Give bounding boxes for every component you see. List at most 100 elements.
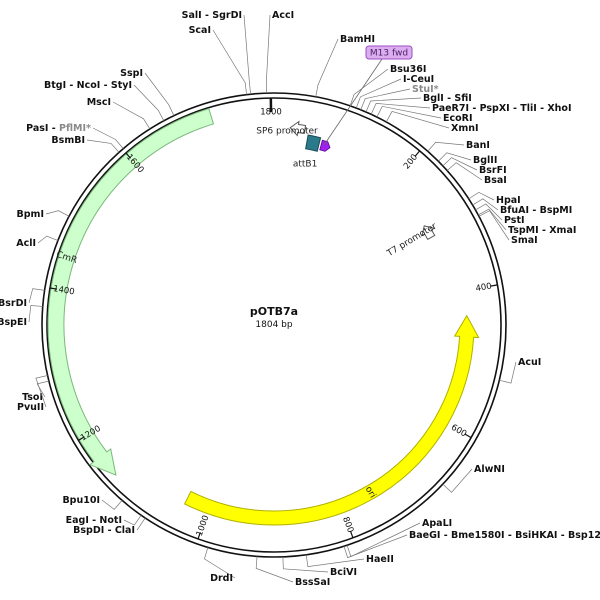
site-bsu36i-leader <box>349 68 389 106</box>
site-acli: AclI <box>16 235 59 249</box>
site-bfuai-bspmi-label: BfuAI - BspMI <box>500 205 572 216</box>
site-bpu10i-label: Bpu10I <box>62 495 100 506</box>
site-acli-leader <box>37 235 59 244</box>
site-bsrfi: BsrFI <box>442 157 507 176</box>
site-drdi-leader <box>204 547 236 579</box>
site-bsrdi-leader <box>28 288 45 304</box>
site-acui: AcuI <box>499 357 541 384</box>
primer-m13-fwd: M13 fwd <box>323 45 413 146</box>
site-scai-label: ScaI <box>189 25 211 36</box>
backbone-layer <box>41 92 507 558</box>
center-labels: pOTB7a 1804 bp <box>250 305 298 330</box>
site-hpai: HpaI <box>468 191 521 206</box>
site-bspdi-clai: BspDI - ClaI <box>73 517 146 536</box>
site-psti-leader <box>475 203 503 221</box>
tick-mark-600 <box>464 433 472 439</box>
site-acli-label: AclI <box>16 238 36 249</box>
site-bsai-label: BsaI <box>484 175 507 186</box>
site-xmni-leader <box>385 111 450 129</box>
tick-label-1800: 1800 <box>260 108 282 118</box>
site-stui-leader <box>360 88 411 110</box>
tick-label-1000: 1000 <box>195 514 212 538</box>
backbone-outer-ring <box>41 92 507 558</box>
site-bpmi-label: BpmI <box>17 209 44 220</box>
tick-mark-800 <box>349 531 354 539</box>
site-bsmbi: BsmBI <box>51 135 120 153</box>
site-bsssai-leader <box>255 556 294 583</box>
site-bspei-leader <box>28 305 43 323</box>
site-tspmi-xmai-leader <box>478 208 507 231</box>
site-eagi-noti-label: EagI - NotI <box>66 515 122 526</box>
site-drdi-label: DrdI <box>210 573 233 584</box>
site-bsu36i-label: Bsu36I <box>390 64 426 75</box>
site-xmni: XmnI <box>385 111 479 134</box>
site-alwni-label: AlwNI <box>474 464 505 475</box>
site-bpu10i-leader <box>101 499 123 510</box>
site-bsssai: BssSaI <box>255 556 330 588</box>
site-msci-leader <box>112 101 151 130</box>
tick-label-200: 200 <box>402 153 420 172</box>
site-acui-label: AcuI <box>518 357 541 368</box>
site-bspei-label: BspEI <box>0 317 27 328</box>
site-psti: PstI <box>475 203 525 226</box>
site-sali-sgrdi-label: SalI - SgrDI <box>182 10 242 21</box>
site-bfuai-bspmi: BfuAI - BspMI <box>472 198 572 216</box>
site-bgli-sfii: BglI - SfiI <box>365 93 472 113</box>
site-tspmi-xmai: TspMI - XmaI <box>478 208 576 236</box>
site-ecori: EcoRI <box>376 105 473 124</box>
site-bsmbi-label: BsmBI <box>51 135 85 146</box>
site-i-ceui-label: I-CeuI <box>403 74 434 85</box>
primer-m13-fwd-leader <box>323 58 383 146</box>
backbone-inner-ring <box>46 97 502 553</box>
site-bsssai-label: BssSaI <box>295 577 330 588</box>
site-scai: ScaI <box>189 25 247 95</box>
site-apali-label: ApaLI <box>422 518 452 529</box>
site-tsoi-label: TsoI <box>22 392 43 403</box>
site-eagi-noti: EagI - NotI <box>66 515 142 526</box>
site-bspdi-clai-leader <box>136 517 146 531</box>
site-i-ceui: I-CeuI <box>355 74 434 109</box>
site-alwni-leader <box>442 468 473 493</box>
site-tsoi: TsoI <box>22 380 49 403</box>
site-bpmi-leader <box>45 210 70 217</box>
site-paer7i-pspxi-tlii-xhoi-label: PaeR7I - PspXI - TliI - XhoI <box>432 103 571 114</box>
feature-attb1-box <box>305 134 322 152</box>
tick-mark-1200 <box>78 436 85 441</box>
site-smai: SmaI <box>478 210 538 246</box>
site-sspi: SspI <box>120 68 175 116</box>
site-tsoi-leader <box>36 380 49 398</box>
site-eagi-noti-leader <box>123 515 142 526</box>
site-bsu36i: Bsu36I <box>349 64 426 106</box>
site-bspei: BspEI <box>0 305 43 328</box>
feature-sp6-promoter-arrow <box>289 120 307 137</box>
tick-label-400: 400 <box>475 282 493 295</box>
site-bspdi-clai-label: BspDI - ClaI <box>73 525 135 536</box>
site-stui: StuI* <box>360 84 439 110</box>
site-bani: BanI <box>427 140 490 152</box>
site-bpu10i: Bpu10I <box>62 495 123 510</box>
site-bcivi-leader <box>282 556 329 573</box>
tick-label-1400: 1400 <box>52 284 75 297</box>
site-paer7i-pspxi-tlii-xhoi: PaeR7I - PspXI - TliI - XhoI <box>370 103 571 115</box>
site-scai-leader <box>212 29 247 95</box>
site-bsai-leader <box>446 162 483 181</box>
site-bglii-leader <box>438 152 472 162</box>
site-sspi-leader <box>144 72 175 116</box>
site-ecori-leader <box>376 105 442 119</box>
site-haeii-label: HaeII <box>366 554 394 565</box>
site-acui-leader <box>499 361 517 384</box>
site-bamhi-label: BamHI <box>340 34 375 45</box>
site-haeii: HaeII <box>305 554 394 568</box>
tick-label-600: 600 <box>449 423 468 440</box>
site-acci: AccI <box>266 10 294 94</box>
site-hpai-leader <box>468 191 495 201</box>
tick-mark-1400 <box>49 287 58 290</box>
site-ecori-label: EcoRI <box>443 113 473 124</box>
site-pasi-pflmi-label: PasI - PflMI* <box>26 123 91 134</box>
site-baegi-bme1580i-bsihkai-bsp1286i-leader <box>343 534 408 559</box>
site-bsrdi-label: BsrDI <box>0 298 27 309</box>
site-hpai-label: HpaI <box>496 195 521 206</box>
site-bamhi: BamHI <box>315 34 375 97</box>
site-pvuii-leader <box>35 375 48 408</box>
feature-t7-promoter-label: T7 promoter <box>385 221 439 259</box>
